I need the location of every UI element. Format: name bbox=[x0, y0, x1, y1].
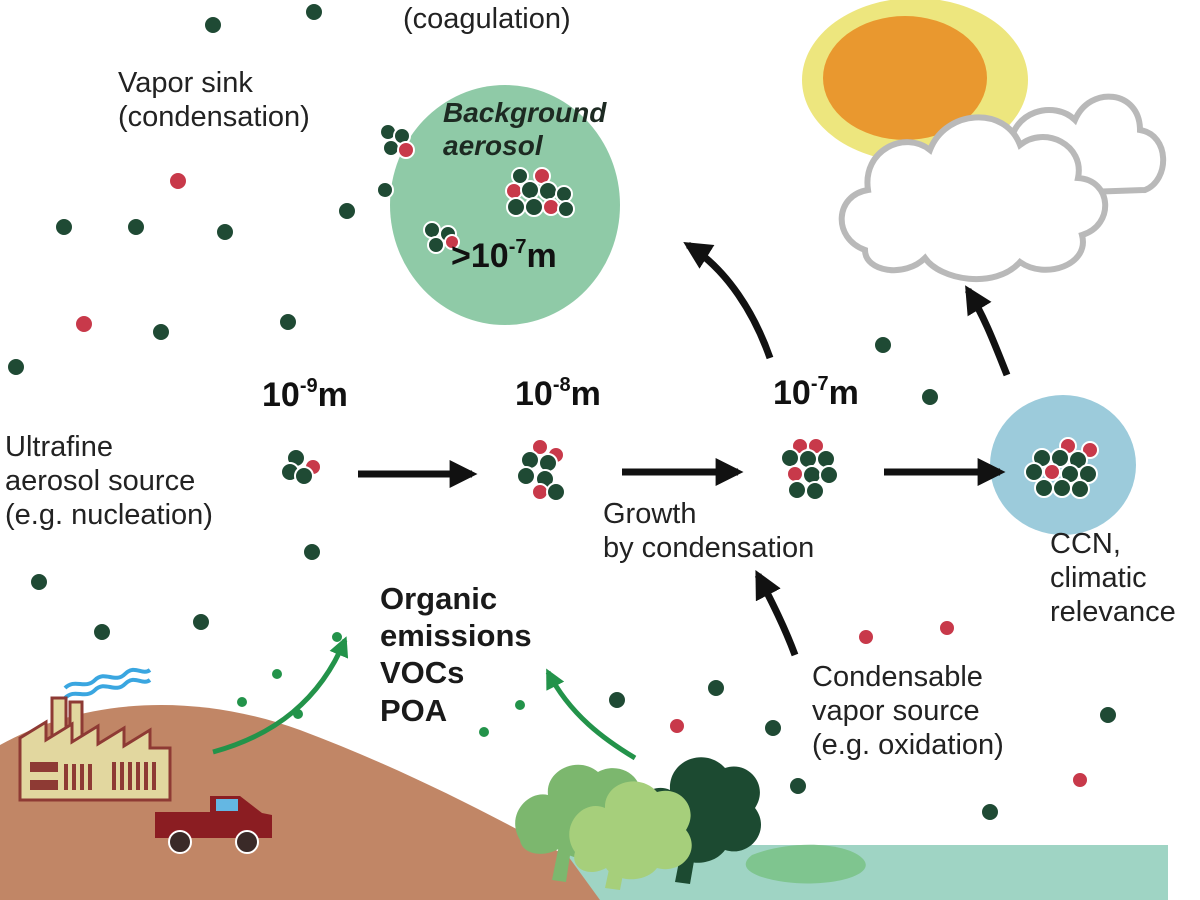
vapor-dot bbox=[302, 542, 322, 562]
ccn-label: CCN, climatic relevance bbox=[1050, 528, 1176, 629]
vapor-dot bbox=[980, 802, 1000, 822]
truck-icon bbox=[155, 796, 272, 854]
size-label-100nm: 10-7m bbox=[773, 372, 859, 412]
vapor-dot bbox=[1098, 705, 1118, 725]
emission-dot bbox=[272, 669, 282, 679]
arrow-tree-emissions bbox=[545, 668, 637, 761]
tree-icon bbox=[569, 781, 692, 890]
water-island bbox=[745, 844, 866, 884]
scattered-vapor-dots bbox=[6, 2, 1118, 822]
growth-label: Growth by condensation bbox=[603, 498, 815, 565]
vapor-dot bbox=[788, 776, 808, 796]
vapor-dot bbox=[920, 387, 940, 407]
particle-cluster-coagulating-lower bbox=[423, 221, 460, 254]
vapor-sink-label: Vapor sink (condensation) bbox=[118, 67, 310, 134]
emission-dot bbox=[479, 727, 489, 737]
ultrafine-source-label: Ultrafine aerosol source (e.g. nucleatio… bbox=[5, 431, 213, 532]
emissions-label: Organic emissions VOCs POA bbox=[380, 581, 532, 728]
emission-dots bbox=[237, 632, 525, 737]
particle-cluster-100nm bbox=[780, 437, 839, 501]
emission-arrows bbox=[212, 636, 637, 761]
arrow-to-background bbox=[683, 242, 774, 360]
vapor-dot bbox=[29, 572, 49, 592]
vapor-dot bbox=[873, 335, 893, 355]
size-label-1nm: 10-9m bbox=[262, 374, 348, 414]
coagulation-label: (coagulation) bbox=[403, 3, 571, 35]
vapor-dot bbox=[203, 15, 223, 35]
background-aerosol-circle bbox=[390, 85, 620, 325]
particle-cluster-ccn bbox=[1024, 437, 1099, 499]
vapor-dot bbox=[668, 717, 686, 735]
emission-dot bbox=[515, 700, 525, 710]
background-size-label: >10-7m bbox=[451, 235, 557, 275]
vapor-dot bbox=[74, 314, 94, 334]
background-aerosol-label: Background aerosol bbox=[443, 97, 607, 162]
particle-cluster-10nm bbox=[516, 438, 566, 502]
growth-arrows bbox=[358, 242, 1011, 657]
emission-dot bbox=[332, 632, 342, 642]
emission-dot bbox=[237, 697, 247, 707]
size-label-10nm: 10-8m bbox=[515, 373, 601, 413]
vapor-dot bbox=[857, 628, 875, 646]
vapor-dot bbox=[376, 181, 394, 199]
arrow-factory-emissions bbox=[212, 636, 349, 755]
vapor-dot bbox=[92, 622, 112, 642]
condensable-source-label: Condensable vapor source (e.g. oxidation… bbox=[812, 661, 1004, 762]
vapor-dot bbox=[763, 718, 783, 738]
particle-cluster-background-large bbox=[505, 167, 575, 218]
smoke-icon bbox=[63, 667, 152, 700]
arrow-ccn-to-cloud bbox=[965, 285, 1011, 377]
cloud-icon bbox=[838, 93, 1167, 283]
particle-cluster-coagulating-top bbox=[379, 123, 415, 159]
vapor-dot bbox=[6, 357, 26, 377]
vapor-dot bbox=[215, 222, 235, 242]
vapor-dot bbox=[151, 322, 171, 342]
vapor-dot bbox=[607, 690, 627, 710]
factory-icon bbox=[18, 696, 172, 802]
vapor-dot bbox=[938, 619, 956, 637]
vapor-dot bbox=[168, 171, 188, 191]
vapor-dot bbox=[1071, 771, 1089, 789]
arrow-vapor-to-growth bbox=[754, 570, 799, 657]
vapor-dot bbox=[304, 2, 324, 22]
vapor-dot bbox=[126, 217, 146, 237]
vapor-dot bbox=[337, 201, 357, 221]
vapor-dot bbox=[54, 217, 74, 237]
vapor-dot bbox=[191, 612, 211, 632]
particle-cluster-1nm bbox=[280, 448, 322, 486]
vapor-dot bbox=[278, 312, 298, 332]
vapor-dot bbox=[706, 678, 726, 698]
